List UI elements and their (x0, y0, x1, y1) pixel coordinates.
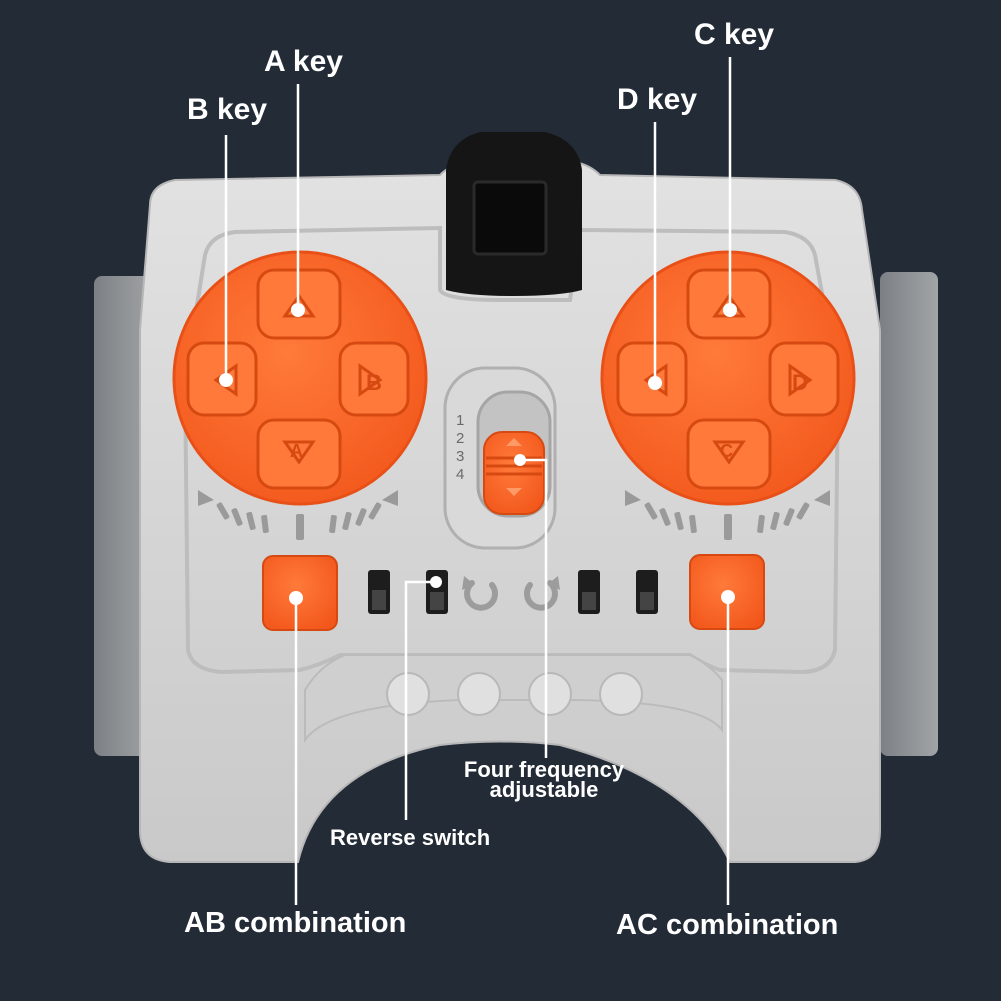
right-side-plate (880, 272, 938, 756)
slider-down-arrow-icon (506, 488, 522, 496)
a-key-down[interactable] (256, 418, 342, 490)
frequency-mark-1: 1 (456, 412, 464, 429)
d-key-label: D key (617, 83, 698, 116)
stud-2 (457, 672, 501, 716)
pad-letter: C (720, 441, 733, 461)
pad-letter: A (290, 441, 303, 461)
ac-combination-label: AC combination (616, 909, 839, 941)
ir-lens (472, 180, 548, 256)
pad-letter: D (792, 370, 808, 395)
rotate-ccw-icon (462, 576, 499, 611)
body-inner-outline (182, 225, 841, 675)
stud-3 (528, 672, 572, 716)
frequency-mark-2: 2 (456, 430, 464, 447)
left-tick-scale (198, 490, 398, 540)
four-frequency-line1: Four frequency (463, 757, 625, 782)
stud-1 (386, 672, 430, 716)
left-dpad (172, 250, 428, 506)
reverse-switch-4[interactable] (636, 570, 658, 614)
reverse-switch-1[interactable] (368, 570, 390, 614)
a-key-label: A key (264, 45, 343, 78)
four-frequency-line2: adjustable (489, 777, 599, 802)
d-key-right[interactable] (768, 341, 840, 417)
callout-dots (219, 303, 737, 605)
reverse-switch-3[interactable] (578, 570, 600, 614)
reverse-switch-label: Reverse switch (330, 825, 491, 850)
pad-letter: B (366, 370, 382, 395)
rotate-cw-icon (523, 576, 560, 611)
slider-up-arrow-icon (506, 438, 522, 446)
stud-4 (599, 672, 643, 716)
frequency-mark-4: 4 (456, 466, 464, 483)
four-frequency-label: Four frequency adjustable (446, 759, 642, 801)
callout-lines (224, 57, 732, 905)
right-dpad (600, 250, 856, 506)
b-key-right[interactable] (338, 341, 410, 417)
right-tick-scale (625, 490, 830, 540)
frequency-mark-3: 3 (456, 448, 464, 465)
b-key-label: B key (187, 93, 268, 126)
ab-combination-label: AB combination (184, 907, 407, 939)
c-key-down[interactable] (686, 418, 772, 490)
c-key-label: C key (694, 18, 775, 51)
